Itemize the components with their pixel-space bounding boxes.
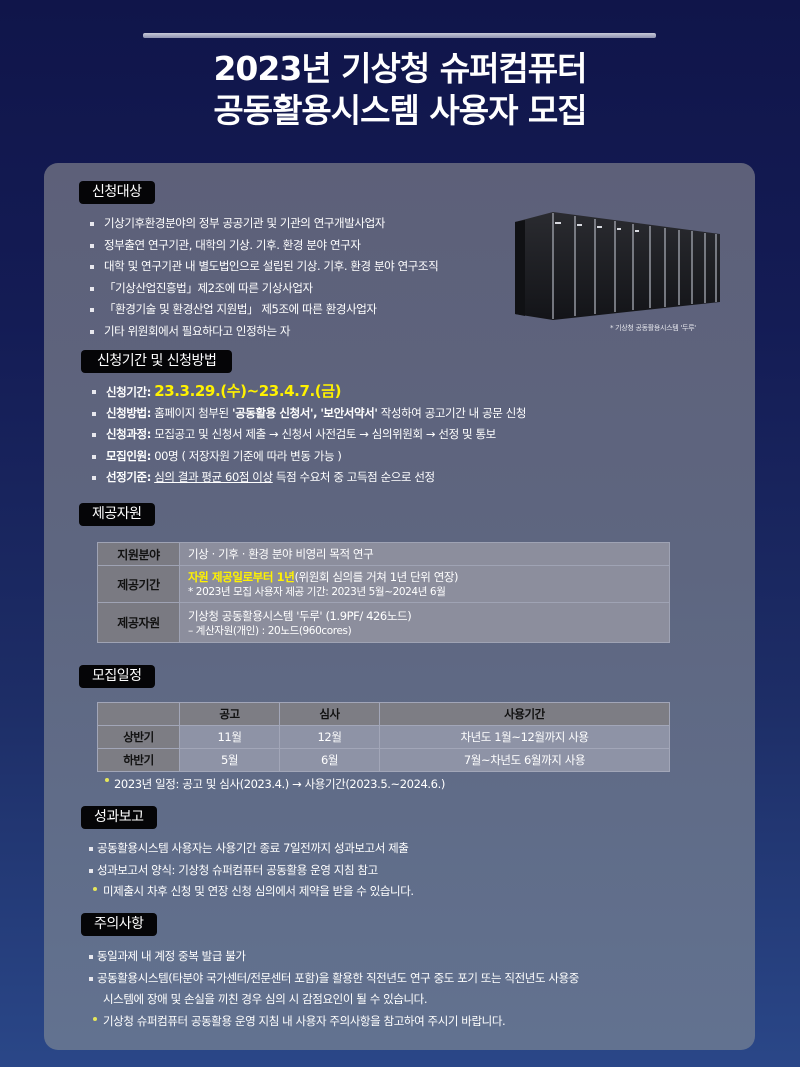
period-extension: (위원회 심의를 거쳐 1년 단위 연장) <box>294 569 459 584</box>
process-key: 신청과정: <box>106 427 151 441</box>
table-row: 하반기 5월 6월 7월~차년도 6월까지 사용 <box>97 748 670 772</box>
table-row: 제공자원 기상청 공동활용시스템 '두루' (1.9PF/ 426노드) – 계… <box>97 602 670 643</box>
period-highlight: 자원 제공일로부터 1년 <box>188 569 295 584</box>
row-header: 제공기간 <box>97 565 180 603</box>
method-pre: 홈페이지 첨부된 <box>154 405 232 420</box>
period-key: 신청기간: <box>106 385 151 399</box>
row-value: 자원 제공일로부터 1년(위원회 심의를 거쳐 1년 단위 연장) * 2023… <box>179 565 670 603</box>
table-header-row: 공고 심사 사용기간 <box>97 702 670 726</box>
period-value: 23.3.29.(수)~23.4.7.(금) <box>154 382 342 400</box>
list-item: 기타 위원회에서 필요하다고 인정하는 자 <box>88 321 438 343</box>
table-cell: 11월 <box>179 725 280 749</box>
table-cell: 차년도 1월~12월까지 사용 <box>379 725 670 749</box>
list-item: 성과보고서 양식: 기상청 슈퍼컴퓨터 공동활용 운영 지침 참고 <box>87 860 414 882</box>
column-header: 공고 <box>179 702 280 726</box>
application-criteria: 선정기준: 심의 결과 평균 60점 이상 득점 수요처 중 고득점 순으로 선… <box>90 467 526 489</box>
method-doc2: '보안서약서' <box>320 405 378 420</box>
column-header: 사용기간 <box>379 702 670 726</box>
section-label-eligibility: 신청대상 <box>79 181 155 204</box>
list-item-continuation: 시스템에 장애 및 손실을 끼친 경우 심의 시 감점요인이 될 수 있습니다. <box>103 992 428 1006</box>
list-item: 기상기후환경분야의 정부 공공기관 및 기관의 연구개발사업자 <box>88 213 438 235</box>
section-label-schedule: 모집일정 <box>79 665 155 688</box>
page-title: 2023년 기상청 슈퍼컴퓨터 공동활용시스템 사용자 모집 <box>0 48 800 132</box>
title-rule <box>143 33 656 38</box>
headcount-value: 00명 ( 저장자원 기준에 따라 변동 가능 ) <box>154 448 342 463</box>
list-item: 대학 및 연구기관 내 별도법인으로 설립된 기상. 기후. 환경 분야 연구조… <box>88 256 439 278</box>
eligibility-list: 기상기후환경분야의 정부 공공기관 및 기관의 연구개발사업자 정부출연 연구기… <box>88 213 439 343</box>
list-item: 정부출연 연구기관, 대학의 기상. 기후. 환경 분야 연구자 <box>88 235 438 257</box>
section-label-resources: 제공자원 <box>79 503 155 526</box>
list-item: 공동활용시스템(타분야 국가센터/전문센터 포함)을 활용한 직전년도 연구 중… <box>87 968 579 990</box>
list-item: 공동활용시스템 사용자는 사용기간 종료 7일전까지 성과보고서 제출 <box>87 838 414 860</box>
cautions-list: 동일과제 내 계정 중복 발급 불가 공동활용시스템(타분야 국가센터/전문센터… <box>87 946 579 1032</box>
schedule-note-text: 2023년 일정: 공고 및 심사(2023.4.) → 사용기간(2023.5… <box>114 777 445 791</box>
method-post: 작성하여 공고기간 내 공문 신청 <box>377 405 527 420</box>
criteria-rest: 득점 수요처 중 고득점 순으로 선정 <box>272 470 435 484</box>
method-doc1: '공동활용 신청서', <box>231 405 318 420</box>
table-cell: 6월 <box>279 748 380 772</box>
resource-system: 기상청 공동활용시스템 '두루' (1.9PF/ 426노드) <box>188 608 412 623</box>
application-list: 신청기간: 23.3.29.(수)~23.4.7.(금) 신청방법: 홈페이지 … <box>90 381 526 489</box>
table-row: 상반기 11월 12월 차년도 1월~12월까지 사용 <box>97 725 670 749</box>
application-method: 신청방법: 홈페이지 첨부된 '공동활용 신청서', '보안서약서' 작성하여 … <box>90 403 526 425</box>
cautions-note: 기상청 슈퍼컴퓨터 공동활용 운영 지침 내 사용자 주의사항을 참고하여 주시… <box>87 1011 579 1033</box>
section-label-application: 신청기간 및 신청방법 <box>81 350 233 373</box>
report-list: 공동활용시스템 사용자는 사용기간 종료 7일전까지 성과보고서 제출 성과보고… <box>87 838 414 903</box>
list-item: 동일과제 내 계정 중복 발급 불가 <box>87 946 579 968</box>
process-value: 모집공고 및 신청서 제출 → 신청서 사전검토 → 심의위원회 → 선정 및 … <box>154 427 496 441</box>
list-item: 「기상산업진흥법」제2조에 따른 기상사업자 <box>88 278 438 300</box>
table-row: 제공기간 자원 제공일로부터 1년(위원회 심의를 거쳐 1년 단위 연장) *… <box>97 565 670 603</box>
headcount-key: 모집인원: <box>106 448 151 463</box>
row-header: 제공자원 <box>97 602 180 643</box>
row-header: 하반기 <box>97 748 180 772</box>
note-bullet-icon <box>105 778 109 782</box>
criteria-underlined: 심의 결과 평균 60점 이상 <box>154 470 273 484</box>
row-value: 기상청 공동활용시스템 '두루' (1.9PF/ 426노드) – 계산자원(개… <box>179 602 670 643</box>
table-row: 지원분야 기상 · 기후 · 환경 분야 비영리 목적 연구 <box>97 542 670 566</box>
column-header: 심사 <box>279 702 380 726</box>
row-header: 상반기 <box>97 725 180 749</box>
resources-table: 지원분야 기상 · 기후 · 환경 분야 비영리 목적 연구 제공기간 자원 제… <box>97 542 670 643</box>
criteria-key: 선정기준: <box>106 470 151 484</box>
resource-compute: – 계산자원(개인) : 20노드(960cores) <box>188 624 352 637</box>
application-process: 신청과정: 모집공고 및 신청서 제출 → 신청서 사전검토 → 심의위원회 →… <box>90 424 526 446</box>
supercomputer-image <box>515 212 720 320</box>
row-header: 지원분야 <box>97 542 180 566</box>
column-header <box>97 702 180 726</box>
section-label-report: 성과보고 <box>81 806 157 829</box>
report-note: 미제출시 차후 신청 및 연장 신청 심의에서 제약을 받을 수 있습니다. <box>87 881 414 903</box>
title-line-1: 2023년 기상청 슈퍼컴퓨터 <box>213 49 587 88</box>
method-key: 신청방법: <box>106 405 151 420</box>
section-label-cautions: 주의사항 <box>81 913 157 936</box>
table-cell: 12월 <box>279 725 380 749</box>
schedule-note: 2023년 일정: 공고 및 심사(2023.4.) → 사용기간(2023.5… <box>105 776 445 792</box>
list-item: 「환경기술 및 환경산업 지원법」 제5조에 따른 환경사업자 <box>88 299 438 321</box>
image-caption: * 기상청 공동활용시스템 '두루' <box>610 324 696 332</box>
application-period: 신청기간: 23.3.29.(수)~23.4.7.(금) <box>90 381 526 403</box>
title-line-2: 공동활용시스템 사용자 모집 <box>213 91 587 130</box>
period-note: * 2023년 모집 사용자 제공 기간: 2023년 5월~2024년 6월 <box>188 585 446 598</box>
schedule-table: 공고 심사 사용기간 상반기 11월 12월 차년도 1월~12월까지 사용 하… <box>97 702 670 772</box>
application-headcount: 모집인원: 00명 ( 저장자원 기준에 따라 변동 가능 ) <box>90 446 526 468</box>
table-cell: 5월 <box>179 748 280 772</box>
row-value: 기상 · 기후 · 환경 분야 비영리 목적 연구 <box>179 542 670 566</box>
table-cell: 7월~차년도 6월까지 사용 <box>379 748 670 772</box>
